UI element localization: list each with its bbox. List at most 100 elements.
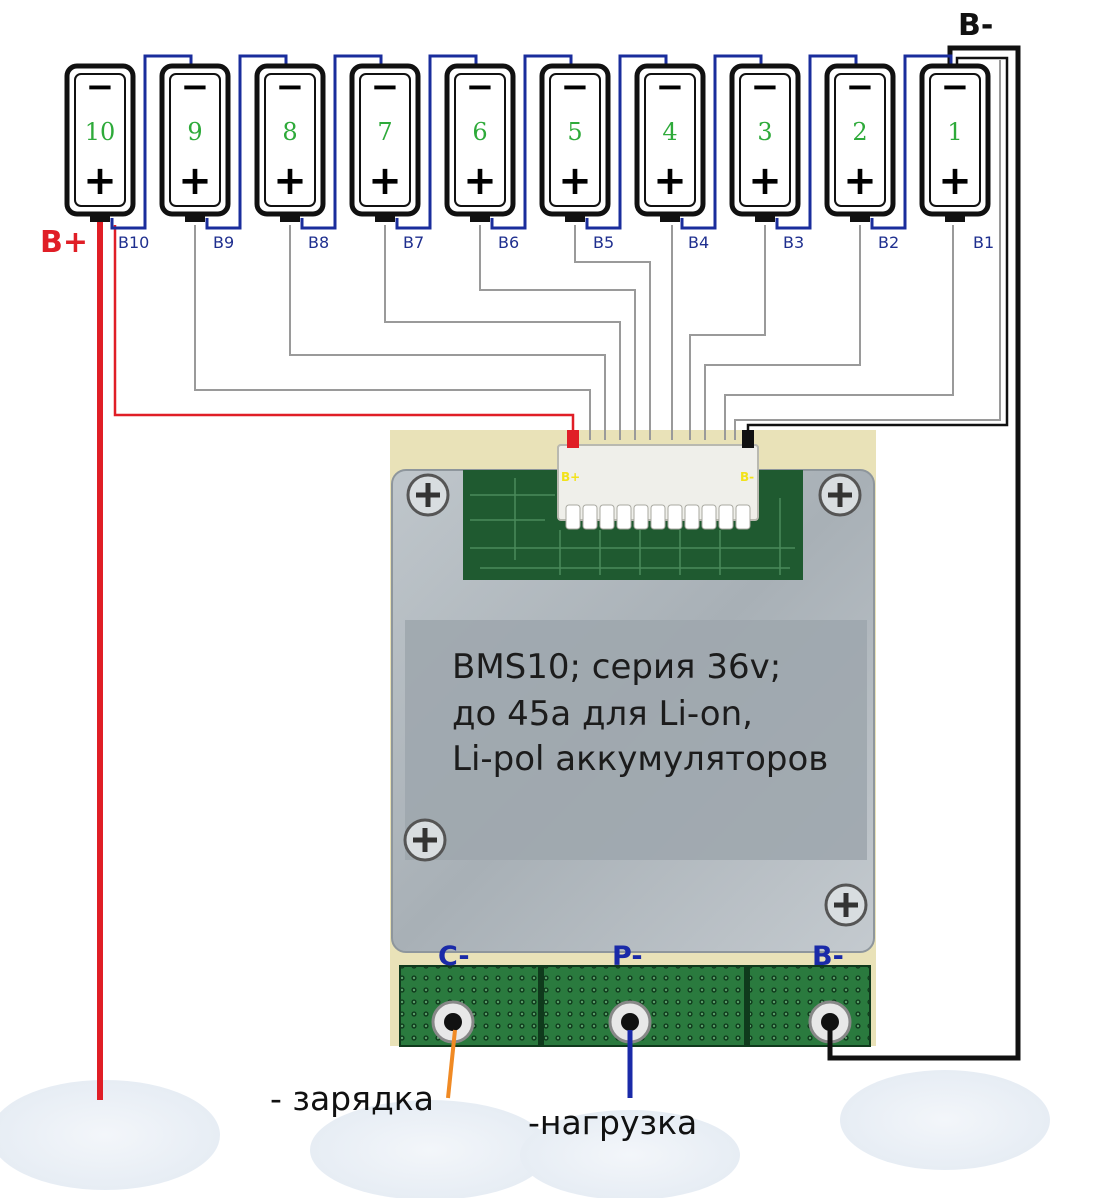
- cell-plus-icon: +: [178, 158, 212, 204]
- battery-cell: − 9 + B9: [159, 63, 234, 252]
- board-text-line1: BMS10; серия 36v;: [452, 647, 781, 687]
- cell-plus-icon: +: [463, 158, 497, 204]
- cell-minus-icon: −: [276, 67, 305, 107]
- battery-cell: − 6 + B6: [444, 63, 519, 252]
- cell-minus-icon: −: [371, 67, 400, 107]
- cell-plus-icon: +: [273, 158, 307, 204]
- series-links: [110, 54, 953, 230]
- cell-number: 2: [852, 118, 867, 146]
- tap-label: B9: [213, 233, 234, 252]
- cell-terminal: [850, 214, 870, 222]
- tap-label: B5: [593, 233, 614, 252]
- cell-terminal: [280, 214, 300, 222]
- battery-cell: − 3 + B3: [729, 63, 804, 252]
- cell-number: 3: [757, 118, 772, 146]
- battery-cell: − 4 + B4: [634, 63, 709, 252]
- load-label: -нагрузка: [528, 1103, 697, 1142]
- cell-plus-icon: +: [83, 158, 117, 204]
- series-link: [585, 54, 668, 230]
- series-link: [870, 54, 953, 230]
- cell-minus-icon: −: [86, 67, 115, 107]
- cell-number: 1: [947, 118, 962, 146]
- cell-terminal: [945, 214, 965, 222]
- connector-b-plus-label: B+: [561, 470, 580, 484]
- cell-minus-icon: −: [656, 67, 685, 107]
- cell-plus-icon: +: [653, 158, 687, 204]
- b10-tap-wire: [113, 225, 575, 440]
- cell-number: 4: [662, 118, 677, 146]
- connector-b-plus-pin: [567, 430, 579, 448]
- cell-terminal: [755, 214, 775, 222]
- battery-cell: − 7 + B7: [349, 63, 424, 252]
- tap-label: B7: [403, 233, 424, 252]
- cell-plus-icon: +: [558, 158, 592, 204]
- screw-icon: [824, 883, 868, 927]
- cell-number: 7: [377, 118, 392, 146]
- series-link: [300, 54, 383, 230]
- label-area: [405, 620, 867, 860]
- cell-minus-icon: −: [941, 67, 970, 107]
- tap-label: B2: [878, 233, 899, 252]
- cell-terminal: [565, 214, 585, 222]
- charge-wire: [446, 1029, 457, 1099]
- cell-plus-icon: +: [748, 158, 782, 204]
- b-minus-main-wire: [827, 45, 1021, 1061]
- pad-c-minus-label: C-: [438, 941, 470, 972]
- cell-number: 8: [282, 118, 297, 146]
- pad-c-minus: [431, 1000, 475, 1044]
- board-text-line2: до 45а для Li-on,: [452, 694, 753, 734]
- cell-number: 10: [85, 118, 116, 146]
- tap-label: B8: [308, 233, 329, 252]
- b-minus-sense-wire: [746, 56, 1009, 440]
- cell-terminal: [660, 214, 680, 222]
- screw-icon: [406, 473, 450, 517]
- cell-number: 9: [187, 118, 202, 146]
- pad-b-minus-label: B-: [812, 941, 844, 972]
- connector-pins: [565, 504, 751, 530]
- b-plus-label: B+: [40, 225, 88, 260]
- series-link: [775, 54, 858, 230]
- battery-cell: − 5 + B5: [539, 63, 614, 252]
- cell-number: 5: [567, 118, 582, 146]
- background-clouds: [0, 1070, 1050, 1198]
- tap-label: B4: [688, 233, 709, 252]
- cell-plus-icon: +: [368, 158, 402, 204]
- cell-terminal: [470, 214, 490, 222]
- battery-cells: − 10 + B10 − 9 + B9 − 8 + B8 − 7 + B7 − 6 + B6 − 5 + B5 − 4 + B4 − 3 +…: [64, 63, 994, 252]
- cell-minus-icon: −: [846, 67, 875, 107]
- b-minus-top-label: B-: [958, 8, 993, 43]
- series-link: [110, 54, 193, 230]
- bms-board: [390, 430, 876, 1047]
- battery-cell: − 2 + B2: [824, 63, 899, 252]
- cell-plus-icon: +: [843, 158, 877, 204]
- cell-plus-icon: +: [938, 158, 972, 204]
- cell-number: 6: [472, 118, 487, 146]
- battery-cell: − 10 + B10: [64, 63, 149, 252]
- series-link: [490, 54, 573, 230]
- tap-label: B6: [498, 233, 519, 252]
- cell-terminal: [185, 214, 205, 222]
- series-link: [395, 54, 478, 230]
- series-link: [680, 54, 763, 230]
- connector-b-minus-label: B-: [740, 470, 754, 484]
- pad-p-minus: [608, 1000, 652, 1044]
- tap-label: B3: [783, 233, 804, 252]
- cell-minus-icon: −: [751, 67, 780, 107]
- pad-p-minus-label: P-: [612, 941, 643, 972]
- battery-cell: − 1 + B1: [919, 63, 994, 252]
- tap-label: B1: [973, 233, 994, 252]
- tap-label: B10: [118, 233, 149, 252]
- screw-icon: [818, 473, 862, 517]
- cell-minus-icon: −: [466, 67, 495, 107]
- cell-minus-icon: −: [181, 67, 210, 107]
- charge-label: - зарядка: [270, 1079, 434, 1118]
- screw-icon: [403, 818, 447, 862]
- cell-minus-icon: −: [561, 67, 590, 107]
- series-link: [205, 54, 288, 230]
- battery-cell: − 8 + B8: [254, 63, 329, 252]
- cell-terminal: [90, 214, 110, 222]
- board-text-line3: Li-pol аккумуляторов: [452, 739, 828, 779]
- balance-wires: [194, 60, 1001, 440]
- cell-terminal: [375, 214, 395, 222]
